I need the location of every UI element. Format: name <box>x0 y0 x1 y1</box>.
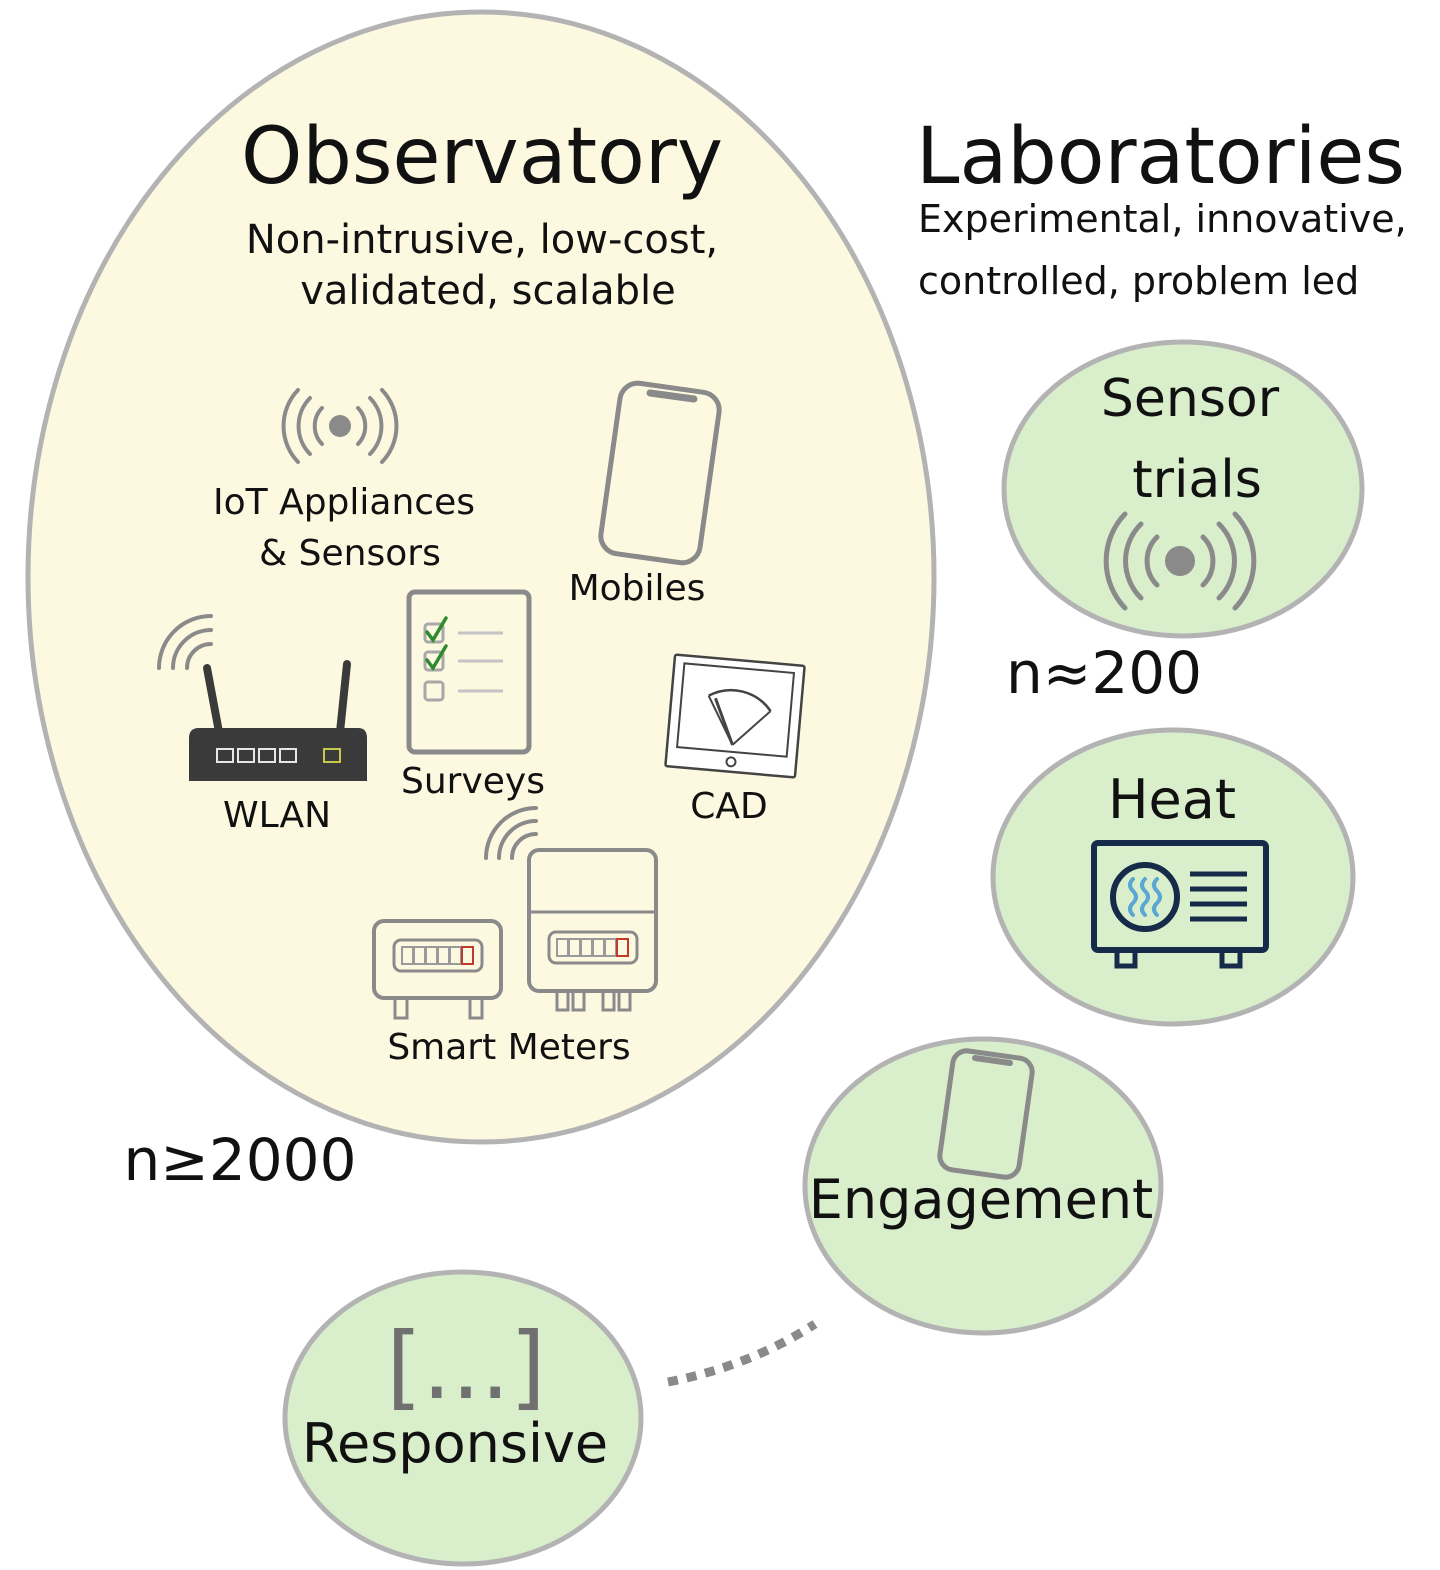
mobiles-label: Mobiles <box>569 568 706 609</box>
observatory-title: Observatory <box>241 112 723 202</box>
laboratories-subtitle-line1: Experimental, innovative, <box>918 197 1407 241</box>
router-icon <box>157 614 367 781</box>
surveys-label: Surveys <box>401 761 545 802</box>
broadcast-icon <box>1103 511 1257 611</box>
laboratories-title: Laboratories <box>916 112 1405 202</box>
phone-icon <box>598 380 722 566</box>
responsive-mark: [...] <box>386 1313 546 1420</box>
smart-meter-icon <box>372 806 658 1020</box>
broadcast-icon <box>281 388 399 464</box>
cad-tablet-icon <box>664 653 806 779</box>
continuation-connector <box>667 1320 818 1387</box>
heat-label: Heat <box>1108 768 1236 831</box>
iot-label-line2: & Sensors <box>259 533 441 574</box>
survey-icon <box>406 589 532 755</box>
laboratories-subtitle-line2: controlled, problem led <box>918 259 1359 303</box>
lab-sensor-trials: Sensor trials <box>1001 339 1365 639</box>
lab-responsive: [...] Responsive <box>282 1269 644 1567</box>
observatory-count: n≥2000 <box>124 1126 357 1194</box>
phone-icon <box>937 1048 1035 1180</box>
cad-label: CAD <box>690 786 767 827</box>
observatory-subtitle-line2: validated, scalable <box>300 268 676 314</box>
sensor-trials-label-line1: Sensor <box>1101 369 1280 429</box>
responsive-label: Responsive <box>302 1412 608 1475</box>
sensor-trials-label-line2: trials <box>1132 450 1262 510</box>
lab-heat: Heat <box>990 727 1356 1027</box>
observatory-ellipse <box>25 9 937 1145</box>
iot-label-line1: IoT Appliances <box>213 482 475 523</box>
lab-engagement: Engagement <box>802 1036 1164 1336</box>
laboratories-count: n≈200 <box>1006 639 1202 707</box>
smart-meters-label: Smart Meters <box>387 1027 630 1068</box>
engagement-label: Engagement <box>809 1168 1153 1231</box>
wlan-label: WLAN <box>223 795 331 836</box>
heat-pump-icon <box>1091 840 1269 969</box>
observatory-subtitle-line1: Non-intrusive, low-cost, <box>246 217 718 263</box>
